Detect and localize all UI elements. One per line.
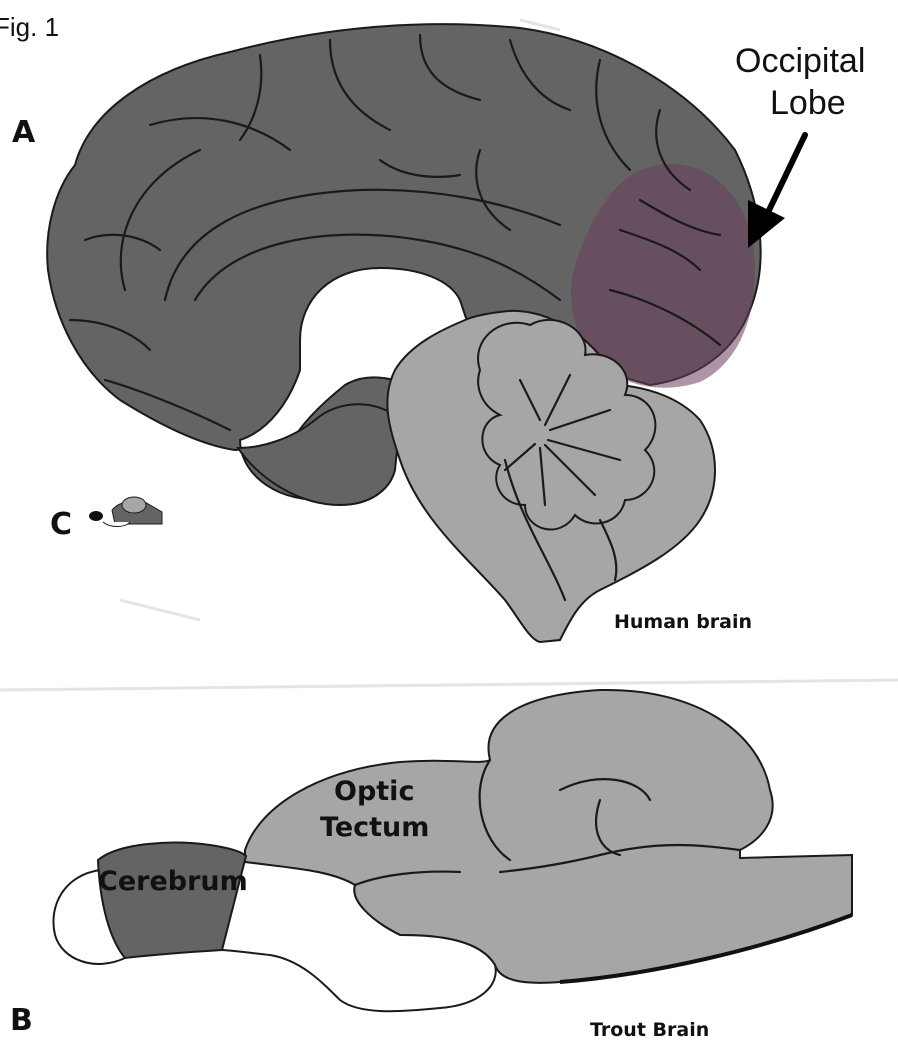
mini-trout-brain-icon	[89, 497, 162, 527]
cerebrum-label: Cerebrum	[98, 866, 248, 897]
occipital-callout-line1: Occipital	[735, 42, 865, 80]
optic-tectum-label-line2: Tectum	[320, 812, 429, 843]
trout-brain-caption: Trout Brain	[590, 1019, 709, 1041]
panel-a-letter: A	[12, 115, 36, 150]
panel-a-human-brain: A	[12, 24, 865, 642]
panel-b-letter: B	[10, 1003, 33, 1038]
panel-c-inset: C	[50, 497, 162, 542]
trout-cerebrum	[98, 843, 246, 958]
figure-label: Fig. 1	[0, 12, 59, 42]
occipital-callout-line2: Lobe	[770, 84, 846, 122]
panel-b-trout-brain: B Optic Tectum Cerebrum Trout Brain	[10, 690, 852, 1041]
panel-c-letter: C	[50, 507, 72, 542]
human-brain-caption: Human brain	[614, 611, 752, 633]
occipital-arrow	[748, 135, 805, 248]
optic-tectum-label-line1: Optic	[334, 776, 414, 807]
